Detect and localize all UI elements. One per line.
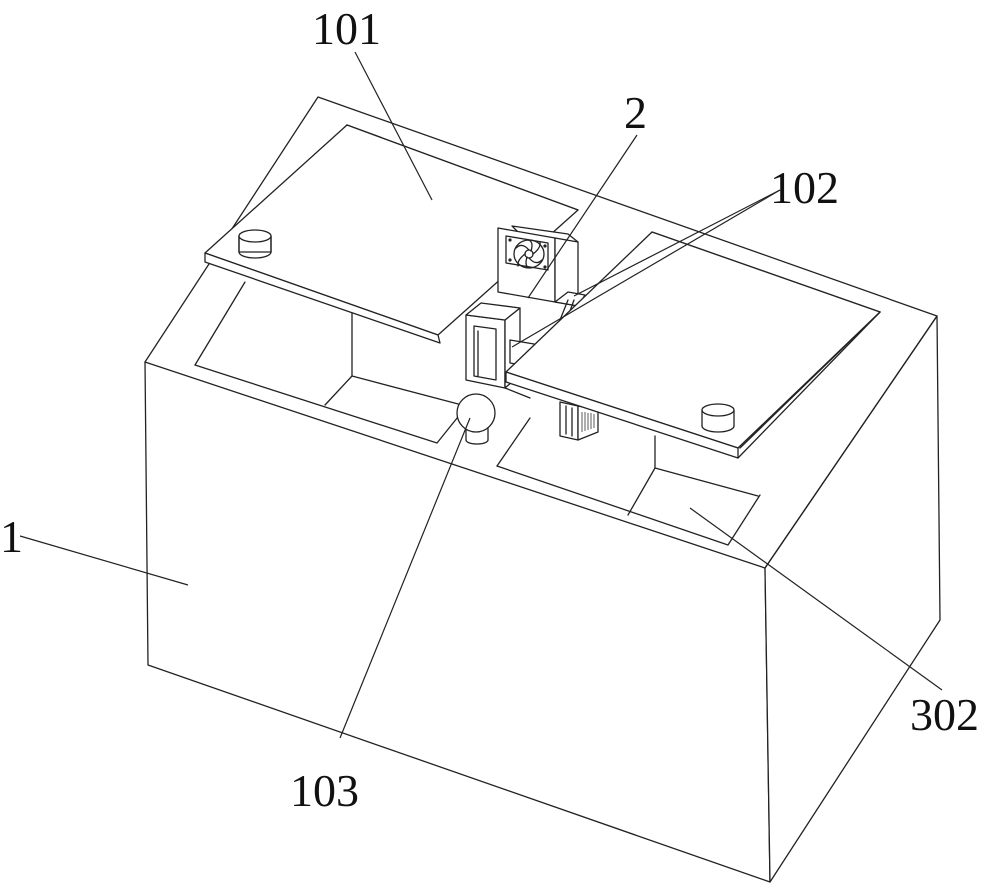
label-2: 2: [624, 87, 647, 138]
housing-right-face: [765, 316, 940, 882]
housing-front-face: [145, 362, 770, 882]
column-front: [466, 315, 505, 388]
label-302: 302: [910, 689, 979, 740]
label-103: 103: [290, 765, 359, 816]
label-102: 102: [770, 162, 839, 213]
label-1: 1: [0, 511, 23, 562]
label-101: 101: [312, 3, 381, 54]
